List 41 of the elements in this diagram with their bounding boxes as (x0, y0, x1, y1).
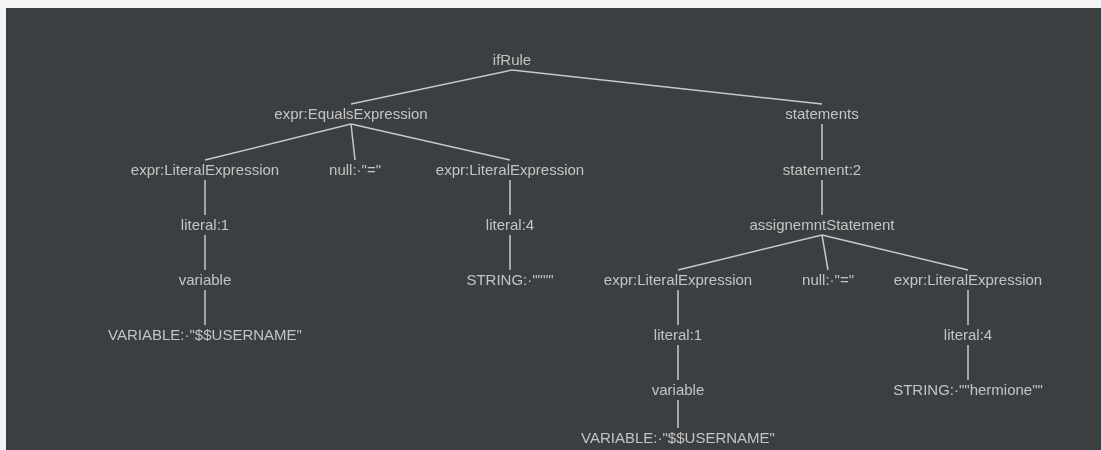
tree-edge (509, 179, 511, 216)
tree-edge (350, 69, 513, 105)
tree-edge (204, 179, 206, 216)
tree-node-label: expr:LiteralExpression (893, 271, 1043, 289)
tree-node-label: STRING:·"""" (466, 271, 554, 289)
tree-edge (821, 179, 823, 216)
tree-edge (204, 123, 352, 161)
tree-edge (204, 234, 206, 271)
tree-node-label: variable (178, 271, 232, 289)
tree-edge (511, 69, 823, 105)
tree-edge (967, 289, 969, 326)
tree-edge (350, 123, 356, 161)
tree-node-label: STRING:·""hermione"" (893, 381, 1043, 399)
tree-edge (677, 289, 679, 326)
tree-node-label: literal:1 (653, 326, 703, 344)
tree-node-label: null:·"=" (329, 161, 381, 179)
tree-node-label: expr:EqualsExpression (274, 105, 428, 123)
tree-edge (509, 234, 511, 271)
tree-edge (821, 234, 829, 271)
tree-node-label: null:·"=" (802, 271, 854, 289)
tree-node-label: literal:1 (180, 216, 230, 234)
tree-edge (677, 399, 679, 429)
tree-edge (204, 289, 206, 326)
tree-node-label: expr:LiteralExpression (130, 161, 280, 179)
tree-node-label: literal:4 (485, 216, 535, 234)
tree-node-label: expr:LiteralExpression (603, 271, 753, 289)
tree-node-label: expr:LiteralExpression (435, 161, 585, 179)
tree-edge (821, 234, 969, 271)
tree-node-label: statement:2 (782, 161, 862, 179)
tree-node-label: VARIABLE:·"$$USERNAME" (581, 429, 775, 447)
tree-node-label: statements (785, 105, 859, 123)
tree-node-label: ifRule (492, 51, 532, 69)
tree-edge (967, 344, 969, 381)
tree-edge (677, 234, 823, 271)
tree-node-label: VARIABLE:·"$$USERNAME" (108, 326, 302, 344)
tree-edge (821, 123, 823, 161)
tree-node-label: assignemntStatement (749, 216, 895, 234)
tree-node-label: literal:4 (943, 326, 993, 344)
tree-node-label: variable (651, 381, 705, 399)
tree-edge (677, 344, 679, 381)
tree-edge (350, 123, 511, 161)
